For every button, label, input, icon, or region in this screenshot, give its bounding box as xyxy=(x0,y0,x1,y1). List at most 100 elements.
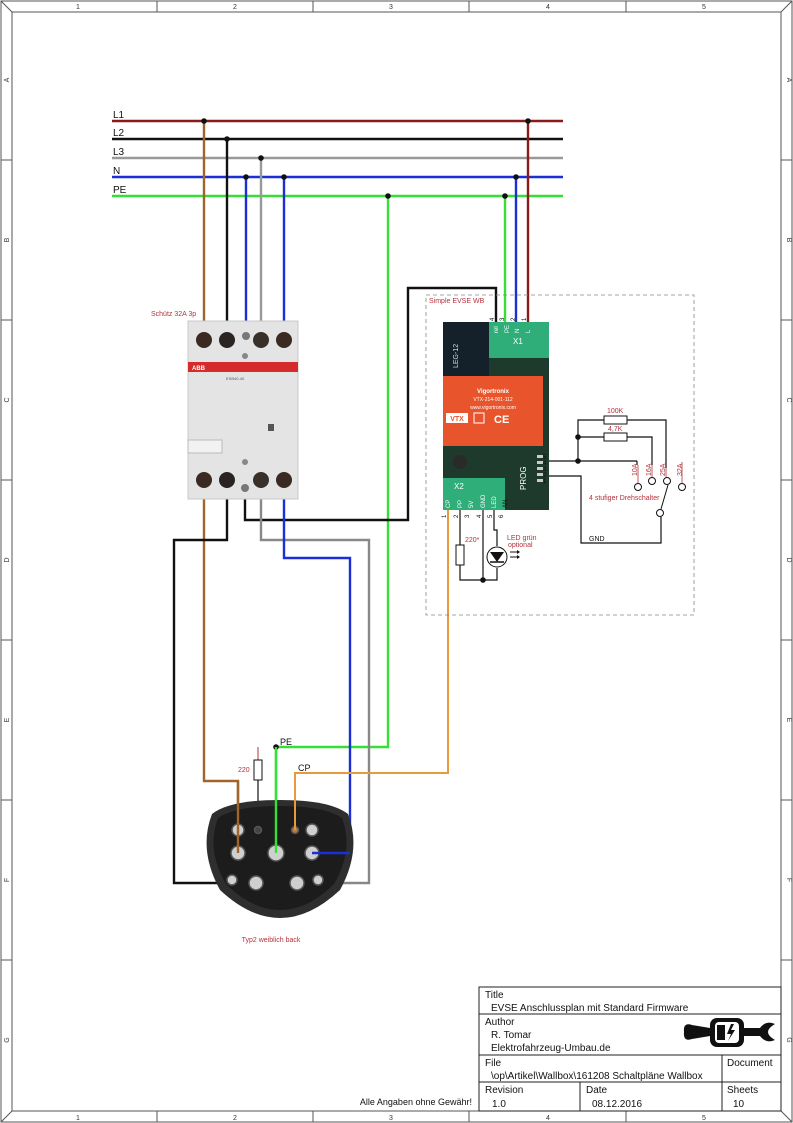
contactor-model: ESB40-40 xyxy=(226,376,245,381)
socket-pin-l3 xyxy=(289,875,305,891)
terminal-2 xyxy=(196,472,212,488)
psu-url: www.vigortronix.com xyxy=(470,405,516,411)
wire-out-l3 xyxy=(259,490,371,885)
sheets-label: Sheets xyxy=(727,1085,758,1096)
terminal-8 xyxy=(276,472,292,488)
date-label: Date xyxy=(586,1085,608,1096)
x2-pins: CP PP 5V GND LED AN 1 2 3 4 5 6 xyxy=(442,494,509,518)
wire-out-n xyxy=(282,490,352,855)
psu-brand: Vigortronix xyxy=(477,389,510,395)
resistor-4k7-label: 4,7K xyxy=(608,426,623,433)
row-label: G xyxy=(4,1037,11,1042)
bus-label-l2: L2 xyxy=(113,128,125,139)
wire-x2-pp-gnd xyxy=(459,565,498,581)
contactor-bottom-terminals xyxy=(196,459,292,492)
document-label: Document xyxy=(727,1058,773,1069)
junctions xyxy=(201,118,581,750)
prog-pin-num: 5 xyxy=(543,455,547,461)
author-value: R. Tomar xyxy=(491,1030,532,1041)
switch-pos-label: 10A xyxy=(632,463,639,476)
switch-contact-16a xyxy=(648,477,656,485)
x1-pin-num: 4 xyxy=(490,317,496,321)
switch-label: 4 stufiger Drehschalter xyxy=(589,495,660,502)
x1-pin-label: N xyxy=(515,329,521,333)
gnd-label: GND xyxy=(589,536,605,543)
row-label: D xyxy=(4,557,11,562)
author-label: Author xyxy=(485,1017,515,1028)
website-value: Elektrofahrzeug-Umbau.de xyxy=(491,1043,611,1054)
x2-pin-num: 2 xyxy=(454,514,460,518)
wire-100k-25a xyxy=(627,419,667,468)
x2-name: X2 xyxy=(454,482,464,491)
terminal-5 xyxy=(253,332,269,348)
contactor-brand: ABB xyxy=(192,366,206,372)
wire-cp xyxy=(294,507,449,830)
socket-label: Typ2 weiblich back xyxy=(242,937,301,944)
contactor-top-terminals xyxy=(196,332,292,359)
x1-pin-label: PE xyxy=(505,325,511,333)
row-label: E xyxy=(4,717,11,722)
revision-value: 1.0 xyxy=(492,1099,506,1110)
title-value: EVSE Anschlussplan mit Standard Firmware xyxy=(491,1003,689,1014)
socket-pin xyxy=(305,823,319,837)
psu-logo: VTX xyxy=(450,416,464,423)
wire-out-l2 xyxy=(172,490,256,885)
date-value: 08.12.2016 xyxy=(592,1099,642,1110)
x2-pin-label: AN xyxy=(503,500,509,508)
x1-pins: rel PE N L 4 3 2 1 xyxy=(490,317,532,333)
terminal-7 xyxy=(276,332,292,348)
col-label: 4 xyxy=(546,4,550,11)
terminal-3 xyxy=(219,332,235,348)
wire-out-l1 xyxy=(202,490,240,845)
relay xyxy=(443,322,489,376)
type2-socket: 220 PE CP Typ2 weiblich back xyxy=(206,737,354,944)
file-value: \op\Artikel\Wallbox\161208 Schaltpläne W… xyxy=(491,1071,703,1082)
row-label: C xyxy=(4,397,11,402)
x1-pin-num: 3 xyxy=(500,317,506,321)
x2-pin-num: 3 xyxy=(465,514,471,518)
evse-boundary xyxy=(425,294,695,616)
resistor-100k xyxy=(603,415,628,425)
prog-pin-num: 2 xyxy=(543,473,547,479)
col-label: 3 xyxy=(389,4,393,11)
wire-47k-16a xyxy=(627,436,653,465)
row-label: G xyxy=(785,1037,792,1042)
evse-module: Simple EVSE WB X1 LEG-12 Vigortronix VTX… xyxy=(425,294,695,616)
x1-pin-label: rel xyxy=(494,326,500,333)
wire-prog-res xyxy=(548,419,604,462)
switch-common xyxy=(656,509,664,517)
bus-label-n: N xyxy=(113,166,120,177)
title-label: Title xyxy=(485,990,504,1001)
row-label: D xyxy=(785,557,792,562)
switch-wiper xyxy=(660,484,669,510)
row-labels: A B C D E F G A B C D E F G xyxy=(4,77,792,1042)
col-label: 3 xyxy=(389,1115,393,1122)
relay-label: LEG-12 xyxy=(453,344,460,368)
x1-pin-num: 2 xyxy=(511,317,517,321)
prog-name: PROG xyxy=(519,466,528,490)
x2-pin-label: LED xyxy=(492,496,498,508)
bus-label-l1: L1 xyxy=(113,110,125,121)
prog-pin-num: 4 xyxy=(543,461,547,467)
psu-module xyxy=(443,376,543,446)
disclaimer: Alle Angaben ohne Gewähr! xyxy=(360,1097,472,1107)
sheets-value: 10 xyxy=(733,1099,745,1110)
col-label: 2 xyxy=(233,4,237,11)
svg-text:CE: CE xyxy=(494,414,509,426)
row-label: F xyxy=(4,878,11,882)
switch-pos-label: 16A xyxy=(646,463,653,476)
terminal-6 xyxy=(253,472,269,488)
revision-label: Revision xyxy=(485,1085,523,1096)
x2-pin-label: 5V xyxy=(469,501,475,508)
x2-pin-num: 5 xyxy=(488,514,494,518)
x1-pin-num: 1 xyxy=(522,317,528,321)
row-label: E xyxy=(785,718,792,723)
wire-relay-a2 xyxy=(243,286,498,522)
x1-pin-label: L xyxy=(526,329,532,333)
resistor-socket xyxy=(253,759,263,781)
terminal-4 xyxy=(219,472,235,488)
contactor: Schütz 32A 3p ABB ESB40-40 xyxy=(151,311,299,500)
wire-prog-gnd xyxy=(548,475,662,544)
file-label: File xyxy=(485,1058,502,1069)
col-label: 4 xyxy=(546,1115,550,1122)
